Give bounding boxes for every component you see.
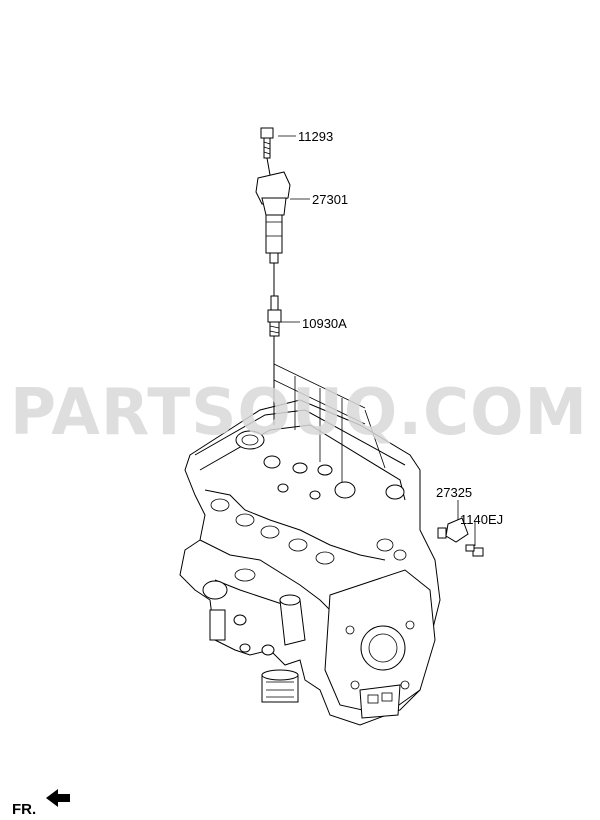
callout-spark-plug: 10930A — [302, 316, 347, 331]
callout-knock-sensor: 27325 — [436, 485, 472, 500]
ignition-coil-assembly — [255, 127, 291, 425]
callout-ignition-coil: 27301 — [312, 192, 348, 207]
callout-bolt: 11293 — [298, 129, 333, 144]
direction-arrow-icon — [46, 789, 70, 807]
knock-sensor-part — [437, 517, 469, 543]
front-direction-indicator: FR. — [12, 789, 70, 818]
ignition-coil-part — [255, 171, 291, 264]
callout-sensor-bolt: 1140EJ — [460, 512, 503, 527]
callout-labels: 11293 27301 10930A 27325 1140EJ — [278, 129, 503, 527]
direction-label: FR. — [12, 801, 36, 818]
sensor-bolt-part — [465, 544, 484, 557]
spark-plug-part — [267, 295, 282, 337]
engine-assembly-drawing — [179, 399, 441, 726]
bolt-part — [260, 127, 274, 159]
watermark-text: PARTSOUQ.COM — [10, 376, 588, 450]
cylinder-reference-lines — [273, 363, 386, 482]
